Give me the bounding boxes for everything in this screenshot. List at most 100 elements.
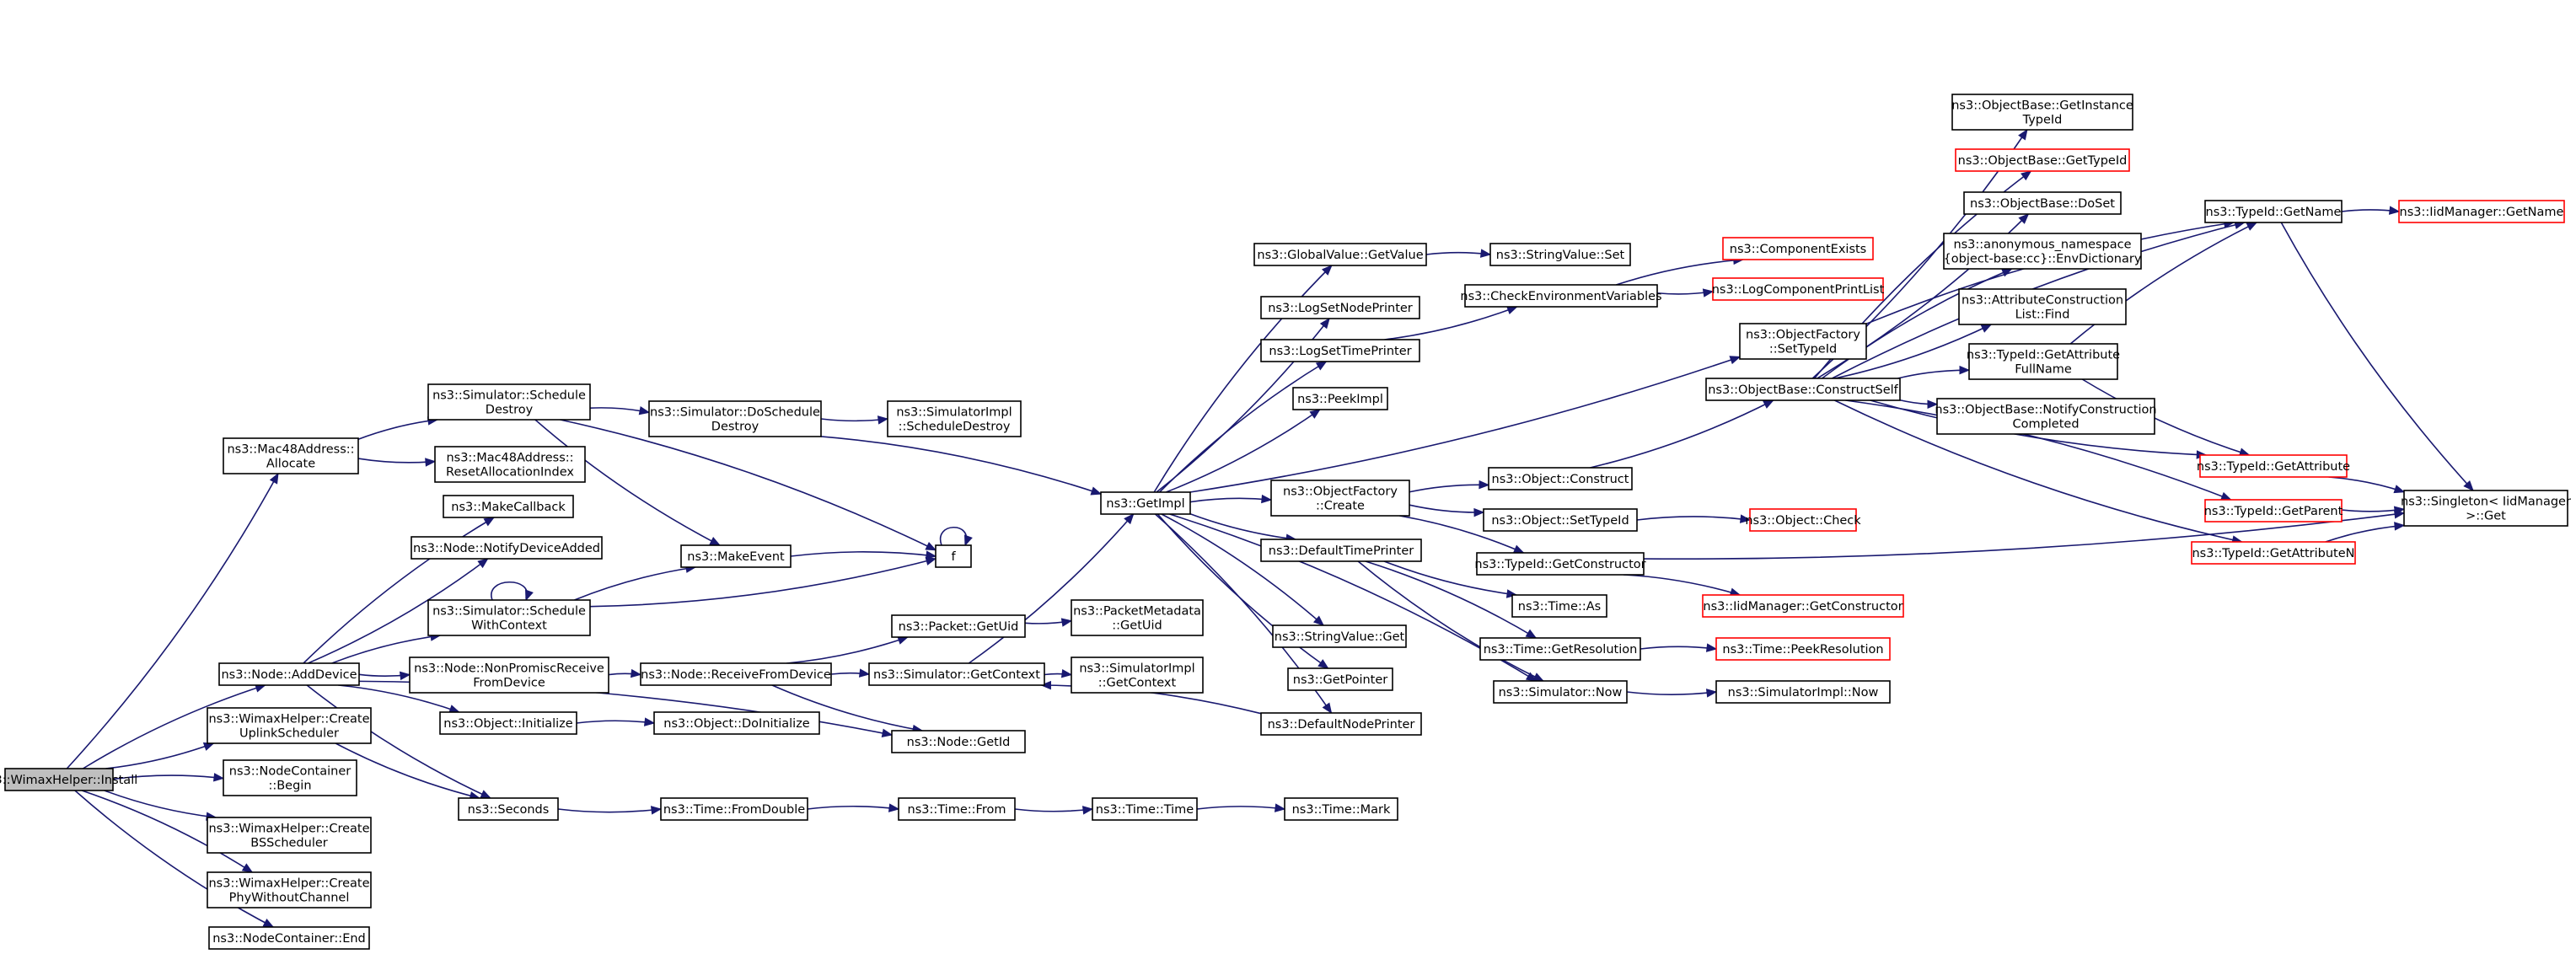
- node-box[interactable]: [434, 446, 586, 483]
- node-typeIdGetAttributeN[interactable]: ns3::TypeId::GetAttributeN: [2191, 541, 2356, 565]
- node-box[interactable]: [2204, 200, 2343, 223]
- node-box[interactable]: [2204, 499, 2343, 523]
- node-createPhy[interactable]: ns3::WimaxHelper::CreatePhyWithoutChanne…: [207, 871, 372, 908]
- node-makeCallback[interactable]: ns3::MakeCallback: [443, 495, 574, 518]
- node-box[interactable]: [891, 730, 1026, 753]
- node-box[interactable]: [1702, 594, 1904, 618]
- node-singletonGet[interactable]: ns3::Singleton< IidManager >::Get: [2401, 490, 2571, 527]
- node-timePeekRes[interactable]: ns3::Time::PeekResolution: [1715, 637, 1891, 661]
- node-timeFrom[interactable]: ns3::Time::From: [898, 797, 1016, 821]
- node-box[interactable]: [898, 797, 1016, 821]
- node-iidGetCtor[interactable]: ns3::IidManager::GetConstructor: [1702, 594, 1904, 618]
- node-box[interactable]: [891, 614, 1026, 638]
- node-box[interactable]: [660, 797, 808, 821]
- node-box[interactable]: [4, 768, 114, 791]
- node-box[interactable]: [887, 400, 1022, 437]
- node-stringValueGet[interactable]: ns3::StringValue::Get: [1272, 624, 1407, 648]
- node-notifyConstructionCompleted[interactable]: ns3::ObjectBase::NotifyConstructionCompl…: [1935, 398, 2157, 435]
- node-box[interactable]: [1955, 148, 2130, 172]
- node-globalGetValue[interactable]: ns3::GlobalValue::GetValue: [1253, 243, 1427, 266]
- node-box[interactable]: [218, 662, 360, 686]
- node-logSetTimePrinter[interactable]: ns3::LogSetTimePrinter: [1260, 339, 1420, 362]
- node-box[interactable]: [680, 544, 792, 568]
- node-box[interactable]: [1260, 296, 1420, 319]
- node-box[interactable]: [207, 871, 372, 908]
- node-timeTime[interactable]: ns3::Time::Time: [1092, 797, 1198, 821]
- node-box[interactable]: [653, 711, 820, 735]
- node-box[interactable]: [1936, 398, 2155, 435]
- node-box[interactable]: [1253, 243, 1427, 266]
- node-box[interactable]: [439, 711, 577, 735]
- node-stringValueSet[interactable]: ns3::StringValue::Set: [1489, 243, 1631, 266]
- node-objInit[interactable]: ns3::Object::Initialize: [439, 711, 577, 735]
- node-box[interactable]: [443, 495, 574, 518]
- node-box[interactable]: [1284, 797, 1398, 821]
- node-box[interactable]: [1479, 637, 1641, 661]
- node-box[interactable]: [1071, 599, 1204, 636]
- node-simNow[interactable]: ns3::Simulator::Now: [1493, 680, 1628, 704]
- node-box[interactable]: [1488, 467, 1633, 490]
- node-box[interactable]: [1715, 680, 1891, 704]
- node-defaultTimePrinter[interactable]: ns3::DefaultTimePrinter: [1260, 539, 1422, 562]
- node-box[interactable]: [1489, 243, 1631, 266]
- node-objDoInit[interactable]: ns3::Object::DoInitialize: [653, 711, 820, 735]
- node-ncBegin[interactable]: ns3::NodeContainer::Begin: [223, 759, 357, 796]
- node-box[interactable]: [411, 536, 603, 560]
- node-timeGetRes[interactable]: ns3::Time::GetResolution: [1479, 637, 1641, 661]
- node-constructSelf[interactable]: ns3::ObjectBase::ConstructSelf: [1705, 378, 1901, 401]
- node-getPointer[interactable]: ns3::GetPointer: [1287, 667, 1393, 691]
- node-schedDestroy[interactable]: ns3::Simulator::ScheduleDestroy: [427, 383, 591, 421]
- node-box[interactable]: [640, 662, 832, 686]
- node-box[interactable]: [207, 707, 372, 744]
- node-typeIdGetName[interactable]: ns3::TypeId::GetName: [2204, 200, 2343, 223]
- node-box[interactable]: [1260, 539, 1422, 562]
- node-box[interactable]: [207, 817, 372, 854]
- node-box[interactable]: [1712, 277, 1884, 301]
- node-objCheck[interactable]: ns3::Object::Check: [1745, 508, 1861, 532]
- node-simGetContext[interactable]: ns3::Simulator::GetContext: [868, 662, 1045, 686]
- node-defaultNodePrinter[interactable]: ns3::DefaultNodePrinter: [1260, 712, 1422, 736]
- node-box[interactable]: [2403, 490, 2568, 527]
- node-mac48alloc[interactable]: ns3::Mac48Address::Allocate: [223, 437, 359, 474]
- node-box[interactable]: [868, 662, 1045, 686]
- node-box[interactable]: [223, 759, 357, 796]
- node-box[interactable]: [1100, 491, 1191, 515]
- node-box[interactable]: [935, 544, 972, 568]
- node-box[interactable]: [223, 437, 359, 474]
- node-simImplGetContext[interactable]: ns3::SimulatorImpl::GetContext: [1071, 657, 1204, 694]
- node-objFactoryCreate[interactable]: ns3::ObjectFactory::Create: [1270, 480, 1410, 517]
- node-nodeGetId[interactable]: ns3::Node::GetId: [891, 730, 1026, 753]
- node-componentExists[interactable]: ns3::ComponentExists: [1722, 237, 1874, 260]
- node-box[interactable]: [1943, 233, 2142, 270]
- node-recvFromDev[interactable]: ns3::Node::ReceiveFromDevice: [640, 662, 832, 686]
- node-box[interactable]: [1292, 387, 1388, 410]
- node-box[interactable]: [2199, 454, 2348, 478]
- node-box[interactable]: [1260, 339, 1420, 362]
- node-box[interactable]: [2191, 541, 2356, 565]
- node-pktMetaGetUid[interactable]: ns3::PacketMetadata::GetUid: [1071, 599, 1204, 636]
- node-simImplSchedDestroy[interactable]: ns3::SimulatorImpl::ScheduleDestroy: [887, 400, 1022, 437]
- node-box[interactable]: [409, 657, 609, 694]
- node-box[interactable]: [427, 599, 591, 636]
- node-box[interactable]: [1092, 797, 1198, 821]
- node-box[interactable]: [1749, 508, 1857, 532]
- node-logCompPrintList[interactable]: ns3::LogComponentPrintList: [1712, 277, 1885, 301]
- node-envDictionary[interactable]: ns3::anonymous_namespace{object-base:cc}…: [1943, 233, 2142, 270]
- node-box[interactable]: [1739, 323, 1867, 360]
- node-box[interactable]: [1958, 288, 2127, 325]
- node-timeAs[interactable]: ns3::Time::As: [1511, 594, 1607, 618]
- node-notifyDevAdded[interactable]: ns3::Node::NotifyDeviceAdded: [411, 536, 603, 560]
- node-box[interactable]: [648, 400, 822, 437]
- node-objBaseDoSet[interactable]: ns3::ObjectBase::DoSet: [1963, 191, 2122, 215]
- node-f[interactable]: f: [935, 544, 972, 568]
- node-box[interactable]: [1705, 378, 1901, 401]
- node-box[interactable]: [1951, 94, 2133, 131]
- node-box[interactable]: [458, 797, 559, 821]
- node-getImpl[interactable]: ns3::GetImpl: [1100, 491, 1191, 515]
- node-checkEnvVars[interactable]: ns3::CheckEnvironmentVariables: [1460, 284, 1662, 308]
